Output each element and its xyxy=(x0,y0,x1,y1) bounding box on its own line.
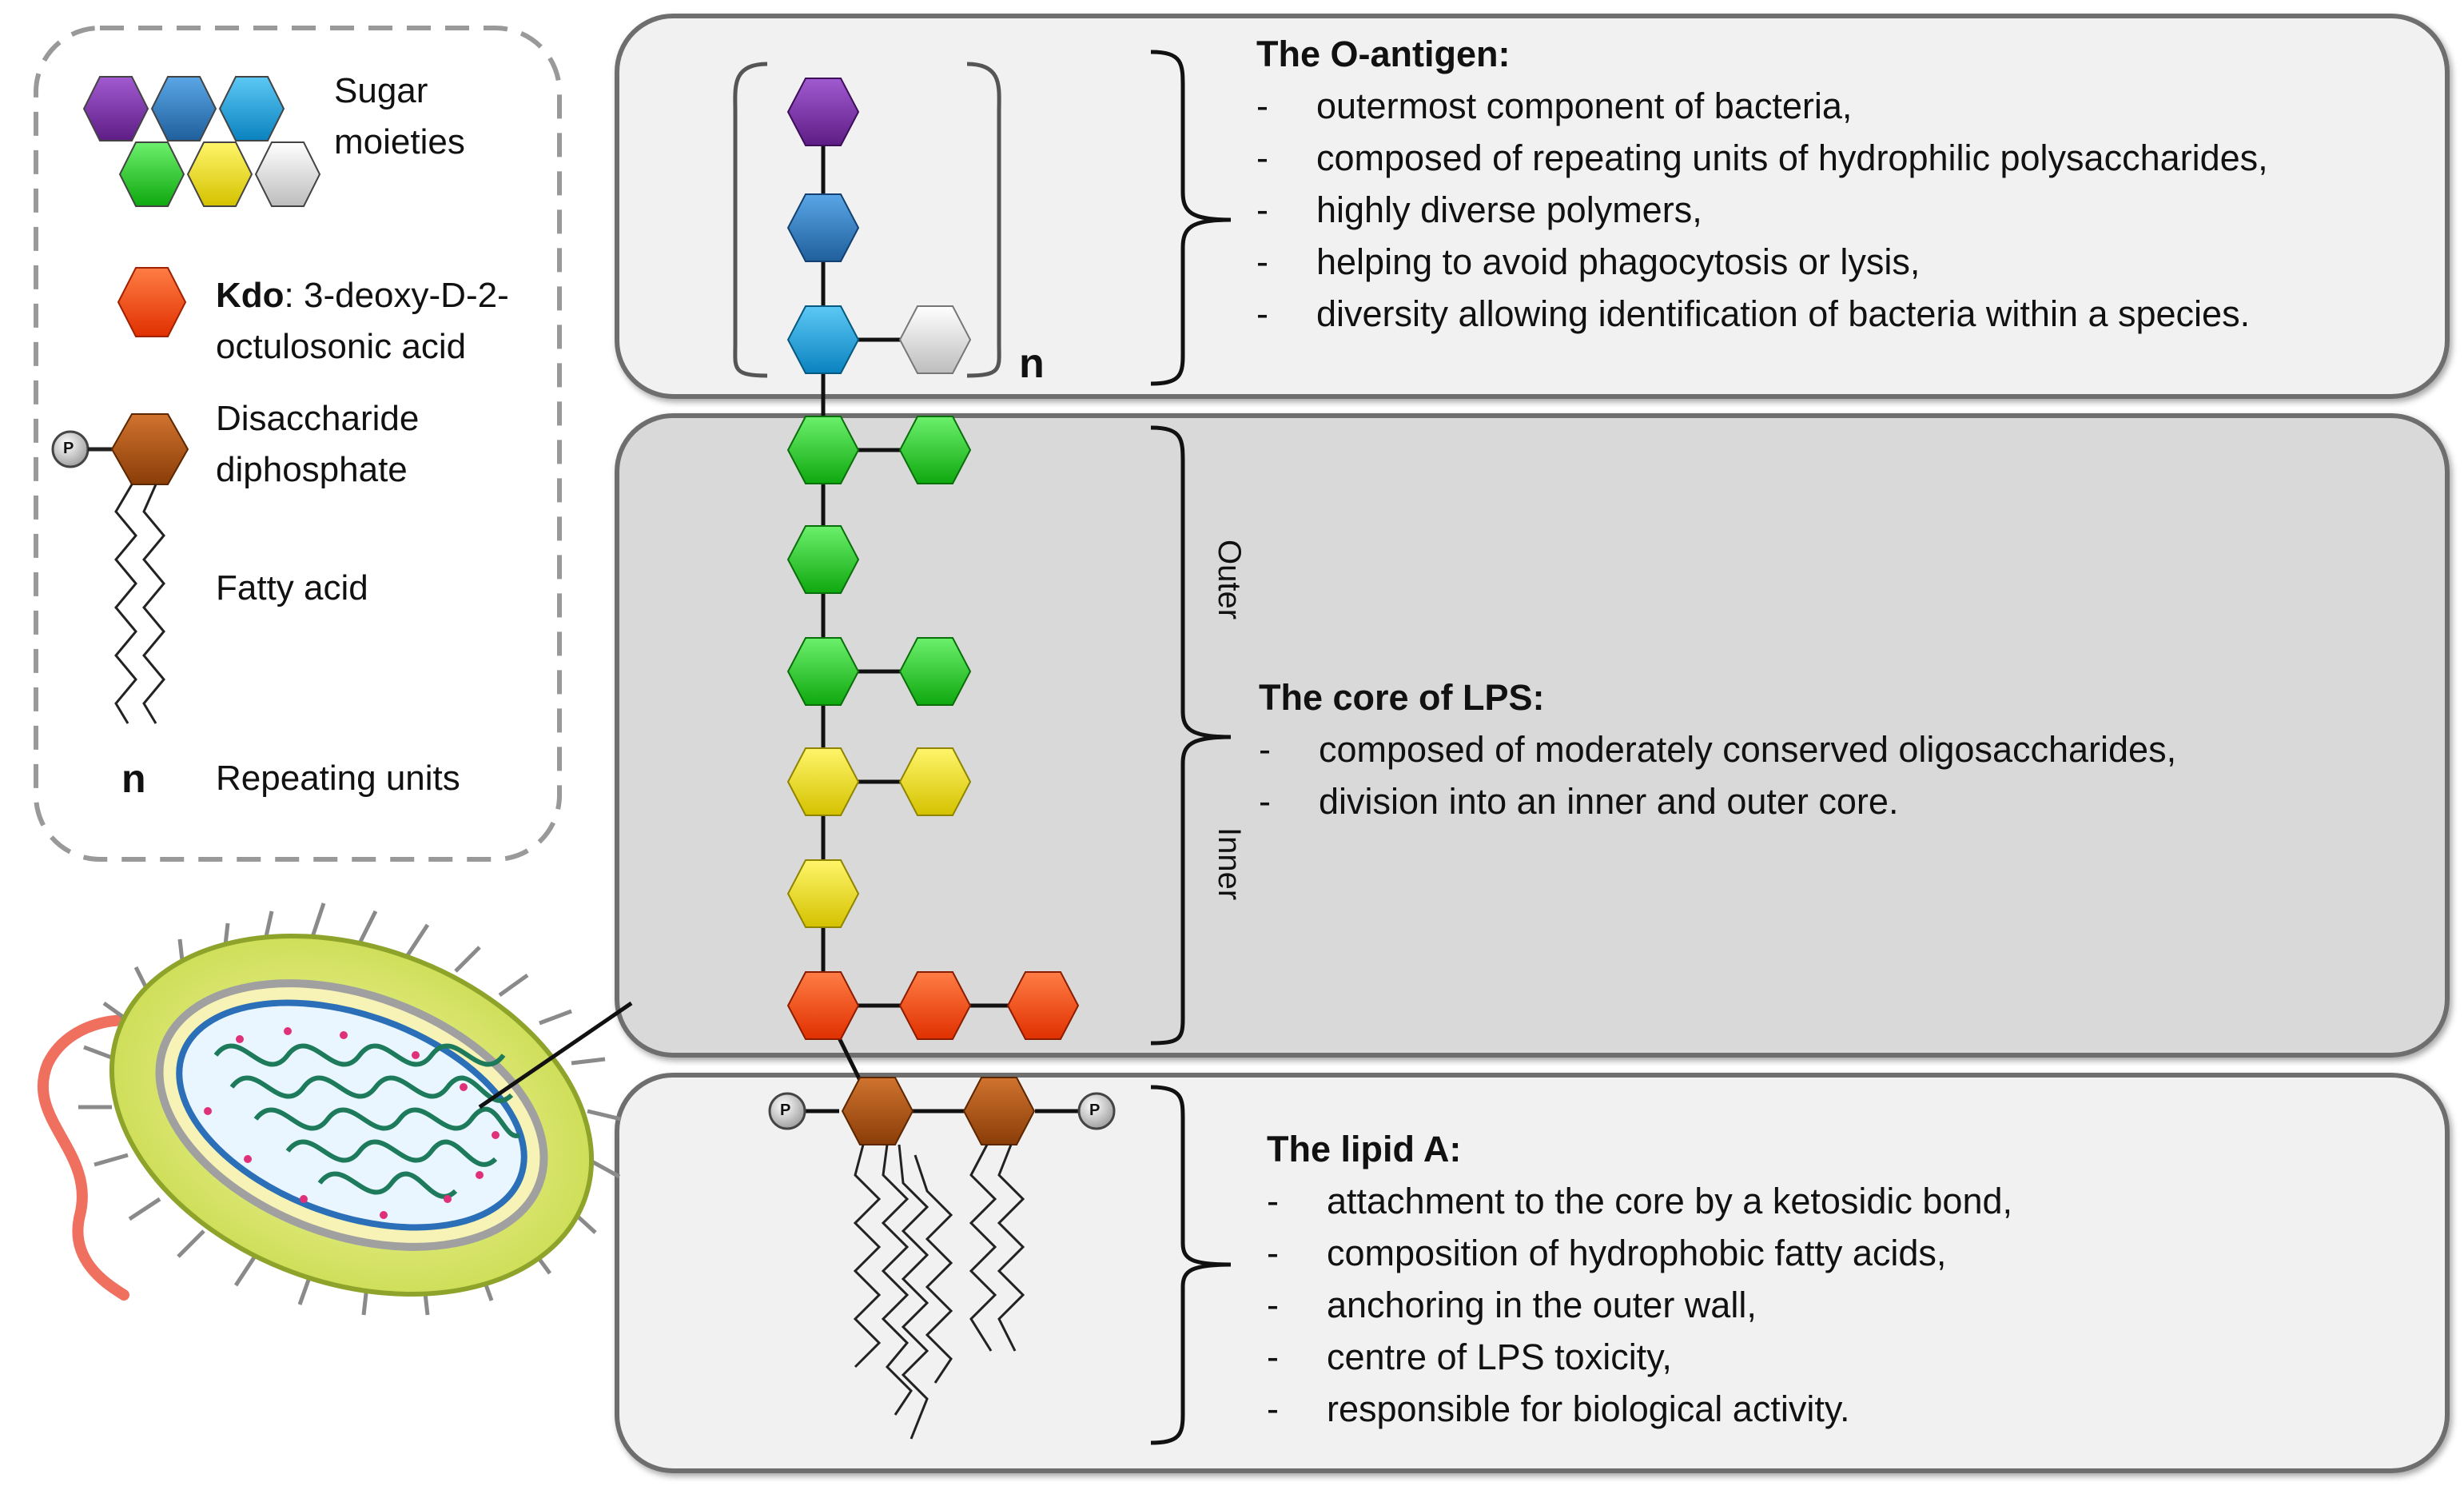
lipid-a-title: The lipid A: xyxy=(1267,1129,1462,1169)
pointer-line xyxy=(478,1001,633,1110)
lipid-a-phosphate-right xyxy=(1077,1092,1116,1130)
lipid-a-phosphate-left-label: P xyxy=(780,1102,791,1119)
legend-dark-blue-sugar xyxy=(150,76,217,141)
legend-light-blue-sugar xyxy=(218,76,285,141)
legend-fatty-acid-label: Fatty acid xyxy=(216,568,368,608)
lipid-a-fatty-acids xyxy=(853,1144,1025,1440)
kdo-sugar xyxy=(898,971,972,1040)
core-bullet: -division into an inner and outer core. xyxy=(1259,781,1899,822)
legend-purple-sugar xyxy=(82,76,149,141)
o-antigen-bullet: -highly diverse polymers, xyxy=(1256,189,1702,230)
outer-core-green-sugar xyxy=(898,637,972,706)
lipid-a-bullet: -anchoring in the outer wall, xyxy=(1267,1285,1757,1325)
core-panel xyxy=(615,413,2450,1058)
lipid-a-bullet: -composition of hydrophobic fatty acids, xyxy=(1267,1233,1947,1273)
core-brace xyxy=(1150,425,1232,1046)
lipid-a-phosphate-right-label: P xyxy=(1089,1102,1101,1119)
core-text: The core of LPS: -composed of moderately… xyxy=(1259,671,2176,827)
o-antigen-brace xyxy=(1150,50,1232,386)
o-antigen-bullet: -composed of repeating units of hydrophi… xyxy=(1256,137,2268,178)
fatty-acid-chain xyxy=(969,1144,997,1352)
repeat-unit-n-symbol: n xyxy=(1019,341,1045,387)
o-antigen-light-blue-sugar xyxy=(786,305,860,374)
legend-white-sugar xyxy=(254,141,321,207)
legend-kdo-abbrev: Kdo xyxy=(216,276,285,315)
bacterium-illustration xyxy=(38,902,633,1316)
legend-disaccharide-label: Disaccharide diphosphate xyxy=(216,399,420,489)
o-antigen-text: The O-antigen: -outermost component of b… xyxy=(1256,28,2268,340)
fatty-acid-chain xyxy=(997,1144,1025,1352)
repeat-bracket-left xyxy=(733,62,768,378)
o-antigen-bullet: -outermost component of bacteria, xyxy=(1256,86,1853,126)
lipid-a-phosphate-left xyxy=(768,1092,806,1130)
core-title: The core of LPS: xyxy=(1259,677,1545,718)
legend-sugar-cluster xyxy=(82,76,321,207)
legend-kdo-description: : 3-deoxy-D-2-octulosonic acid xyxy=(216,276,509,366)
legend-kdo-hexagon xyxy=(117,267,187,337)
lipid-a-disaccharide xyxy=(962,1077,1036,1145)
fatty-acid-chain xyxy=(898,1144,929,1440)
legend-fatty-acid-chain xyxy=(114,484,137,724)
o-antigen-purple-sugar xyxy=(786,78,860,146)
fatty-acid-chain xyxy=(914,1154,953,1384)
ribosomes xyxy=(204,1027,500,1219)
lipid-a-bullet: -centre of LPS toxicity, xyxy=(1267,1337,1672,1377)
outer-core-green-sugar xyxy=(786,637,860,706)
lipid-a-disaccharide xyxy=(841,1077,914,1145)
legend-repeating-label: Repeating units xyxy=(216,759,460,798)
inner-core-yellow-sugar xyxy=(786,747,860,816)
legend-green-sugar xyxy=(118,141,185,207)
o-antigen-white-sugar xyxy=(898,305,972,374)
inner-core-label: Inner xyxy=(1212,827,1247,901)
core-bullet: -composed of moderately conserved oligos… xyxy=(1259,729,2177,770)
lps-sugars xyxy=(786,78,1080,1145)
fatty-acid-chain xyxy=(853,1144,882,1368)
legend-disaccharide-hexagon xyxy=(110,413,189,485)
legend-fatty-acid-chain xyxy=(142,484,165,724)
outer-core-label: Outer xyxy=(1212,540,1247,620)
o-antigen-title: The O-antigen: xyxy=(1256,34,1511,74)
nucleoid xyxy=(213,1043,521,1199)
flagellum xyxy=(38,1014,197,1301)
legend-n-symbol: n xyxy=(121,756,146,801)
fatty-acid-chain xyxy=(881,1144,913,1416)
inner-core-yellow-sugar xyxy=(898,747,972,816)
lipid-a-panel xyxy=(615,1073,2450,1473)
outer-core-green-sugar xyxy=(786,416,860,484)
legend-yellow-sugar xyxy=(186,141,253,207)
legend-sugar-label: Sugar moieties xyxy=(334,71,465,161)
o-antigen-bullet: -helping to avoid phagocytosis or lysis, xyxy=(1256,241,1921,282)
outer-core-green-sugar xyxy=(786,525,860,594)
lipid-a-text: The lipid A: -attachment to the core by … xyxy=(1267,1123,2012,1435)
o-antigen-panel xyxy=(615,14,2450,399)
legend-phosphate-symbol: P xyxy=(63,440,74,457)
lipid-a-bullet: -responsible for biological activity. xyxy=(1267,1388,1850,1429)
cell-membrane xyxy=(176,999,527,1231)
repeat-bracket-right xyxy=(966,62,1001,378)
kdo-sugar xyxy=(1006,971,1080,1040)
o-antigen-bullet: -diversity allowing identification of ba… xyxy=(1256,293,2251,334)
legend-kdo-label: Kdo: 3-deoxy-D-2-octulosonic acid xyxy=(216,270,567,372)
lipid-a-brace xyxy=(1150,1085,1232,1445)
kdo-sugar xyxy=(786,971,860,1040)
legend-box xyxy=(34,26,562,862)
inner-core-yellow-sugar xyxy=(786,859,860,928)
outer-core-green-sugar xyxy=(898,416,972,484)
o-antigen-dark-blue-sugar xyxy=(786,193,860,262)
lipid-a-bullet: -attachment to the core by a ketosidic b… xyxy=(1267,1181,2013,1221)
